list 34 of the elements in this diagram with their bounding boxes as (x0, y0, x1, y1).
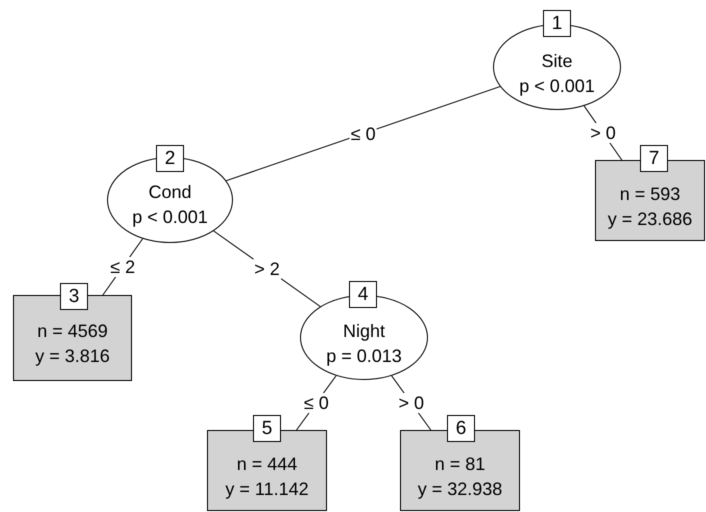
edge-label: ≤ 2 (109, 256, 136, 277)
terminal-node-box (207, 415, 327, 511)
p-value: p < 0.001 (519, 75, 595, 98)
split-node-ellipse (107, 145, 233, 243)
node-count: n = 81 (434, 452, 486, 476)
split-node-ellipse (493, 10, 621, 110)
split-variable: Site (541, 50, 573, 73)
p-value: p < 0.001 (132, 206, 208, 229)
edge-label: ≤ 0 (302, 392, 330, 413)
edge-label: > 0 (397, 392, 425, 413)
p-value: p = 0.013 (326, 344, 402, 368)
node-mean: y = 23.686 (608, 208, 692, 231)
node-count: n = 593 (620, 182, 680, 206)
terminal-node-box (13, 283, 132, 381)
split-variable: Cond (148, 181, 192, 204)
node-number: 6 (447, 415, 475, 442)
node-number: 3 (60, 283, 88, 310)
node-mean: y = 11.142 (225, 478, 309, 501)
node-count: n = 4569 (37, 320, 108, 343)
node-number: 2 (156, 145, 184, 172)
branch-line (226, 86, 501, 182)
split-node-ellipse (300, 281, 428, 380)
edge-label: > 2 (253, 258, 281, 279)
node-mean: y = 32.938 (418, 478, 502, 501)
node-mean: y = 3.816 (35, 345, 110, 368)
node-number: 7 (640, 145, 668, 172)
edge-label: > 0 (589, 122, 617, 143)
node-number: 4 (349, 281, 377, 308)
node-count: n = 444 (236, 452, 298, 476)
node-number: 1 (543, 10, 571, 37)
terminal-node-box (595, 145, 705, 241)
terminal-node-box (400, 415, 520, 511)
split-variable: Night (342, 320, 386, 343)
node-number: 5 (253, 415, 281, 442)
